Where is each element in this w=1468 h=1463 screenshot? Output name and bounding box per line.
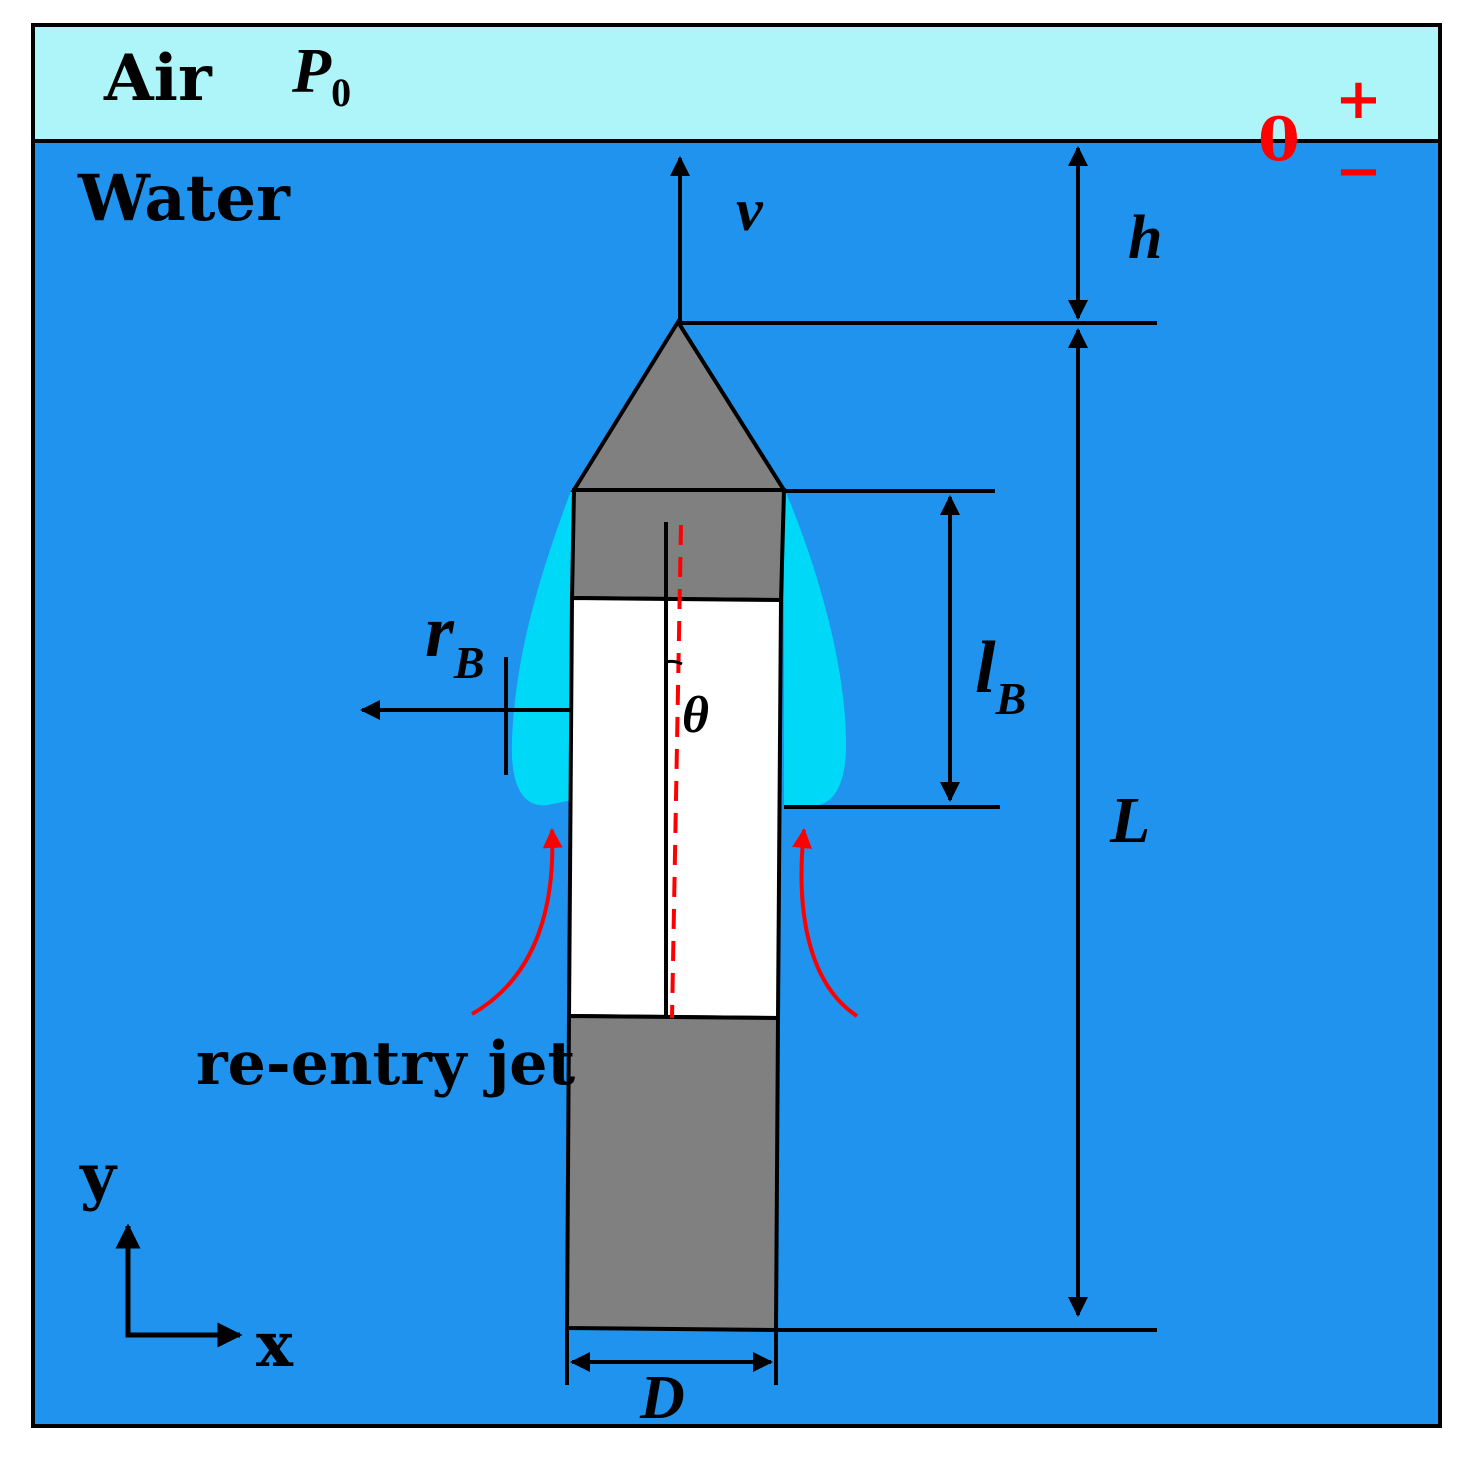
pressure-label: P0 [291,35,351,115]
plus-sign: + [1335,66,1382,132]
zero-level-label: 0 [1258,105,1300,175]
tilted-axis-line [670,524,683,1019]
x-axis-label: x [256,1308,294,1381]
angle-arc [665,659,683,666]
cavity-bubble-right [784,488,847,806]
D-label: D [639,1364,685,1432]
L-label: L [1109,784,1150,857]
body-lower-section [564,1013,781,1333]
reentry-jet-arrow-right [792,828,859,1018]
y-axis-label: y [79,1140,118,1213]
rB-label: rB [425,591,485,688]
air-label: Air [103,41,213,116]
air-region [31,23,1442,143]
velocity-label: v [736,177,764,243]
water-label: Water [77,161,291,236]
reentry-jet-label: re-entry jet [196,1029,575,1099]
body-upper-section [569,488,787,603]
h-label: h [1128,204,1162,272]
lB-label: lB [975,627,1026,724]
cavity-bubble-left [511,488,572,806]
theta-label: θ [682,687,709,744]
minus-sign: − [1335,138,1382,204]
reentry-jet-arrow-left [471,828,563,1016]
